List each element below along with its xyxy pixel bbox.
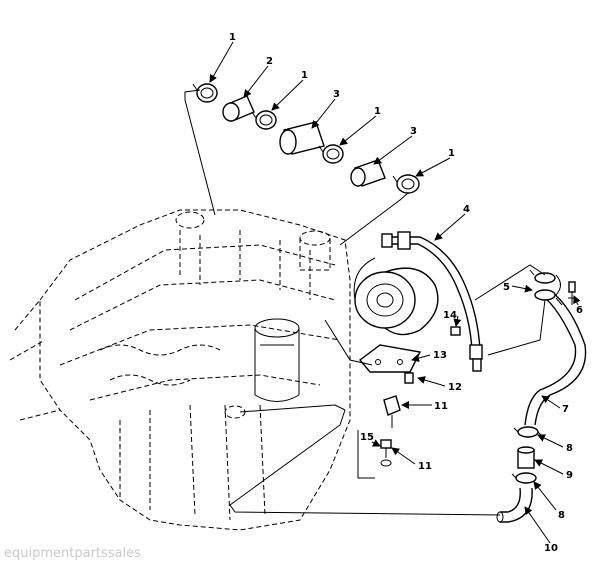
- leader-arrows: [209, 41, 581, 544]
- clamp-1b: [251, 110, 277, 130]
- clamp-1a: [192, 83, 218, 103]
- oil-return-hose: [524, 269, 587, 426]
- assembly-lines: [184, 89, 546, 516]
- callout-8: 8: [558, 510, 565, 521]
- exploded-hose-kit: [192, 83, 420, 194]
- callout-9: 9: [566, 470, 573, 481]
- callout-12: 12: [448, 382, 462, 393]
- callout-2: 2: [266, 56, 273, 67]
- callout-14: 14: [443, 310, 457, 321]
- fitting-11-lower: [380, 439, 392, 467]
- callout-13: 13: [433, 350, 447, 361]
- oil-supply-hose: [381, 231, 483, 372]
- hose-2: [222, 95, 255, 122]
- callout-1: 1: [374, 106, 381, 117]
- callout-6: 6: [576, 305, 583, 316]
- callout-10: 10: [544, 543, 558, 554]
- callout-11: 11: [434, 401, 448, 412]
- callout-1: 1: [229, 32, 236, 43]
- callout-3: 3: [410, 126, 417, 137]
- callout-15: 15: [360, 432, 374, 443]
- turbo-flange: [358, 344, 422, 384]
- callout-11: 11: [418, 461, 432, 472]
- callout-labels: 1 2 1 3 1 3 1 4 5 6 7 8 9 8 10 11 11 12 …: [229, 32, 583, 554]
- hose-3b: [350, 159, 386, 187]
- clamp-1d: [392, 174, 420, 194]
- watermark: equipmentpartssales: [4, 546, 141, 561]
- callout-1: 1: [301, 70, 308, 81]
- turbocharger: [353, 257, 439, 336]
- lower-return-parts: [496, 426, 543, 523]
- callout-3: 3: [333, 89, 340, 100]
- callout-5: 5: [503, 282, 510, 293]
- hose-3a: [279, 121, 325, 155]
- callout-8: 8: [566, 443, 573, 454]
- callout-7: 7: [562, 404, 569, 415]
- clamp-1c: [318, 144, 344, 164]
- callout-1: 1: [448, 148, 455, 159]
- callout-4: 4: [463, 204, 470, 215]
- oil-filter: [254, 318, 300, 402]
- fitting-14: [450, 326, 461, 336]
- fitting-11-upper: [383, 395, 401, 428]
- engine-block: [9, 209, 351, 531]
